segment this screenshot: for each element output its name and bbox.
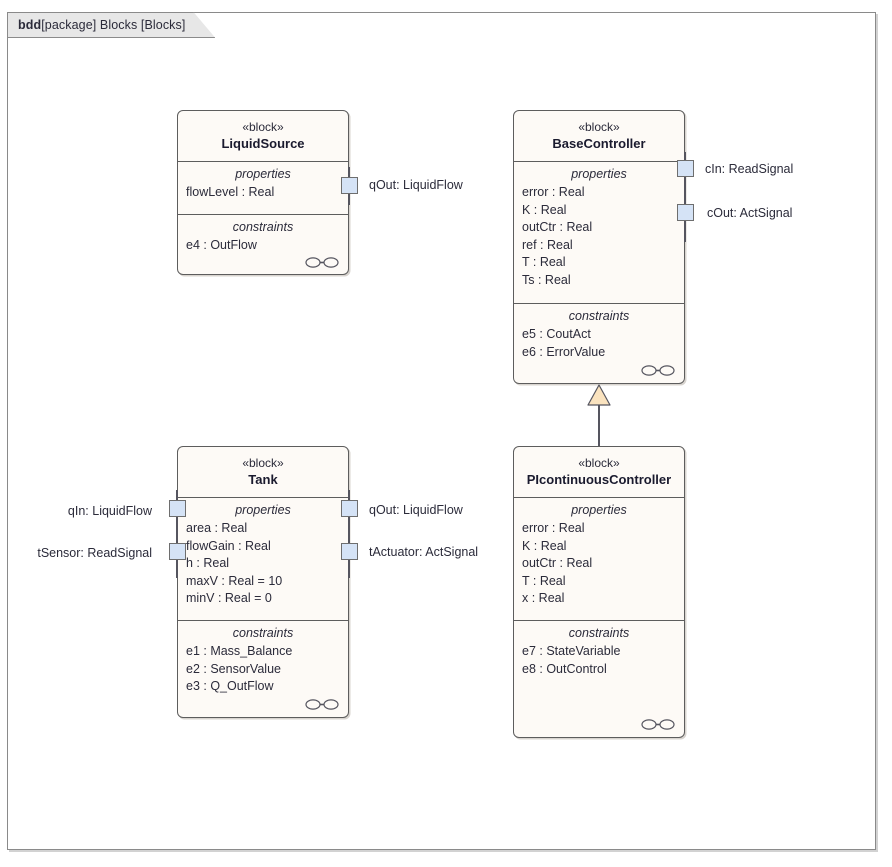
block-header: «block» Tank [178, 447, 348, 498]
port-label-qout-tank: qOut: LiquidFlow [369, 503, 463, 517]
generalization-line [598, 404, 600, 446]
port-qout-tank[interactable] [341, 500, 358, 517]
block-header: «block» BaseController [514, 111, 684, 162]
constraints-compartment: constraints e1 : Mass_Balance e2 : Senso… [178, 620, 348, 718]
property-item: outCtr : Real [522, 556, 593, 570]
constraint-item: e7 : StateVariable [522, 644, 621, 658]
property-item: Ts : Real [522, 272, 571, 287]
diagram-kind-label: bdd [18, 18, 42, 32]
block-title: Tank [248, 472, 278, 487]
compartment-title-properties: properties [571, 503, 627, 517]
property-item: K : Real [522, 538, 567, 553]
constraint-parametric-icon [305, 257, 339, 268]
property-item: T : Real [522, 255, 566, 269]
port-stub-line [176, 490, 178, 578]
block-header: «block» PIcontinuousController [514, 447, 684, 498]
property-item: flowLevel : Real [186, 185, 275, 199]
port-cout-basecontroller[interactable] [677, 204, 694, 221]
compartment-title-properties: properties [235, 503, 291, 517]
property-item: x : Real [522, 591, 565, 605]
properties-compartment: properties error : Real K : Real outCtr … [514, 498, 684, 620]
constraints-compartment: constraints e5 : CoutAct e6 : ErrorValue [514, 303, 684, 384]
generalization-arrowhead-icon [587, 384, 611, 406]
constraints-compartment: constraints e4 : OutFlow [178, 214, 348, 276]
property-item: K : Real [522, 202, 567, 217]
block-basecontroller[interactable]: «block» BaseController properties error … [513, 110, 685, 384]
property-item: maxV : Real = 10 [186, 573, 283, 588]
diagram-frame-tab: bdd[package] Blocks [Blocks] [7, 12, 215, 38]
port-tactuator-tank[interactable] [341, 543, 358, 560]
constraint-parametric-icon [641, 719, 675, 730]
constraint-parametric-icon [641, 365, 675, 376]
port-label-tsensor-tank: tSensor: ReadSignal [37, 546, 152, 560]
block-title: PIcontinuousController [526, 472, 672, 487]
block-stereotype: «block» [242, 120, 284, 134]
diagram-frame [7, 12, 876, 850]
constraint-item: e6 : ErrorValue [522, 344, 606, 359]
port-stub-line [348, 490, 350, 578]
property-item: error : Real [522, 521, 585, 535]
constraint-item: e5 : CoutAct [522, 327, 591, 341]
block-title: BaseController [552, 136, 646, 151]
properties-compartment: properties area : Real flowGain : Real h… [178, 498, 348, 620]
constraint-item: e4 : OutFlow [186, 238, 257, 252]
property-item: T : Real [522, 573, 566, 588]
port-label-qout-liquidsource: qOut: LiquidFlow [369, 178, 463, 192]
port-qout-liquidsource[interactable] [341, 177, 358, 194]
port-tsensor-tank[interactable] [169, 543, 186, 560]
property-item: error : Real [522, 185, 585, 199]
block-tank[interactable]: «block» Tank properties area : Real flow… [177, 446, 349, 718]
port-label-cin-basecontroller: cIn: ReadSignal [705, 162, 794, 176]
property-item: ref : Real [522, 237, 573, 252]
port-label-qin-tank: qIn: LiquidFlow [67, 504, 152, 518]
compartment-title-constraints: constraints [232, 220, 294, 234]
compartment-title-constraints: constraints [568, 626, 630, 640]
constraint-item: e2 : SensorValue [186, 661, 281, 676]
block-stereotype: «block» [578, 456, 620, 470]
property-item: flowGain : Real [186, 538, 271, 553]
block-liquidsource[interactable]: «block» LiquidSource properties flowLeve… [177, 110, 349, 275]
block-stereotype: «block» [578, 120, 620, 134]
compartment-title-properties: properties [571, 167, 627, 181]
compartment-title-properties: properties [235, 167, 291, 181]
port-label-tactuator-tank: tActuator: ActSignal [369, 545, 479, 559]
diagram-scope-label: [package] Blocks [Blocks] [41, 18, 186, 32]
constraints-compartment: constraints e7 : StateVariable e8 : OutC… [514, 620, 684, 738]
compartment-title-constraints: constraints [232, 626, 294, 640]
port-stub-line [684, 152, 686, 242]
constraint-item: e1 : Mass_Balance [186, 644, 293, 658]
constraint-item: e3 : Q_OutFlow [186, 679, 274, 693]
property-item: minV : Real = 0 [186, 591, 272, 605]
property-item: area : Real [186, 521, 248, 535]
properties-compartment: properties error : Real K : Real outCtr … [514, 162, 684, 303]
property-item: outCtr : Real [522, 220, 593, 234]
port-qin-tank[interactable] [169, 500, 186, 517]
block-title: LiquidSource [221, 136, 305, 151]
block-header: «block» LiquidSource [178, 111, 348, 162]
block-picontinuouscontroller[interactable]: «block» PIcontinuousController propertie… [513, 446, 685, 738]
port-cin-basecontroller[interactable] [677, 160, 694, 177]
properties-compartment: properties flowLevel : Real [178, 162, 348, 214]
property-item: h : Real [186, 556, 230, 570]
compartment-title-constraints: constraints [568, 309, 630, 323]
port-label-cout-basecontroller: cOut: ActSignal [707, 206, 793, 220]
constraint-parametric-icon [305, 699, 339, 710]
constraint-item: e8 : OutControl [522, 661, 607, 676]
block-stereotype: «block» [242, 456, 284, 470]
